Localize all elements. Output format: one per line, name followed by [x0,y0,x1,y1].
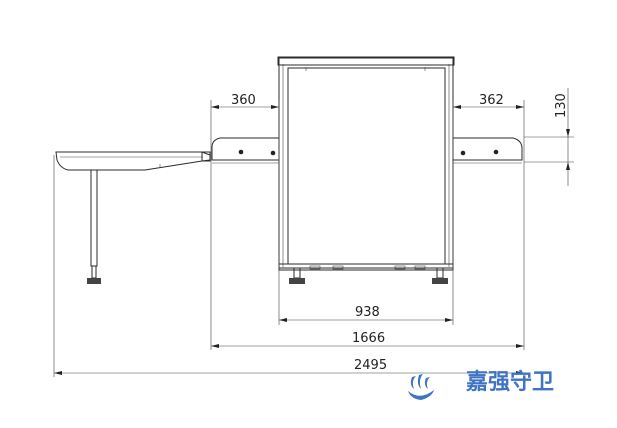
dim-label-938: 938 [355,305,380,320]
machine-foot-right [432,267,448,284]
roller-bolt-icon [270,150,276,156]
roller-bolt-icon [493,149,499,155]
brand-logo-text: 嘉强守卫 [466,369,554,395]
machine-foot-left [289,267,305,284]
dim-label-2495: 2495 [354,358,387,373]
dim-label-130: 130 [554,93,569,118]
dimension-lines [53,88,574,377]
dim-label-360: 360 [231,93,256,108]
roller-bolt-icon [460,150,466,156]
extension-table [55,151,211,284]
dim-label-1666: 1666 [352,331,385,346]
flame-logo-icon [408,374,434,400]
dim-label-362: 362 [479,93,504,108]
right-conveyor [453,137,523,164]
left-conveyor [211,137,279,164]
roller-bolt-icon [238,149,244,155]
machine-body [277,56,455,271]
